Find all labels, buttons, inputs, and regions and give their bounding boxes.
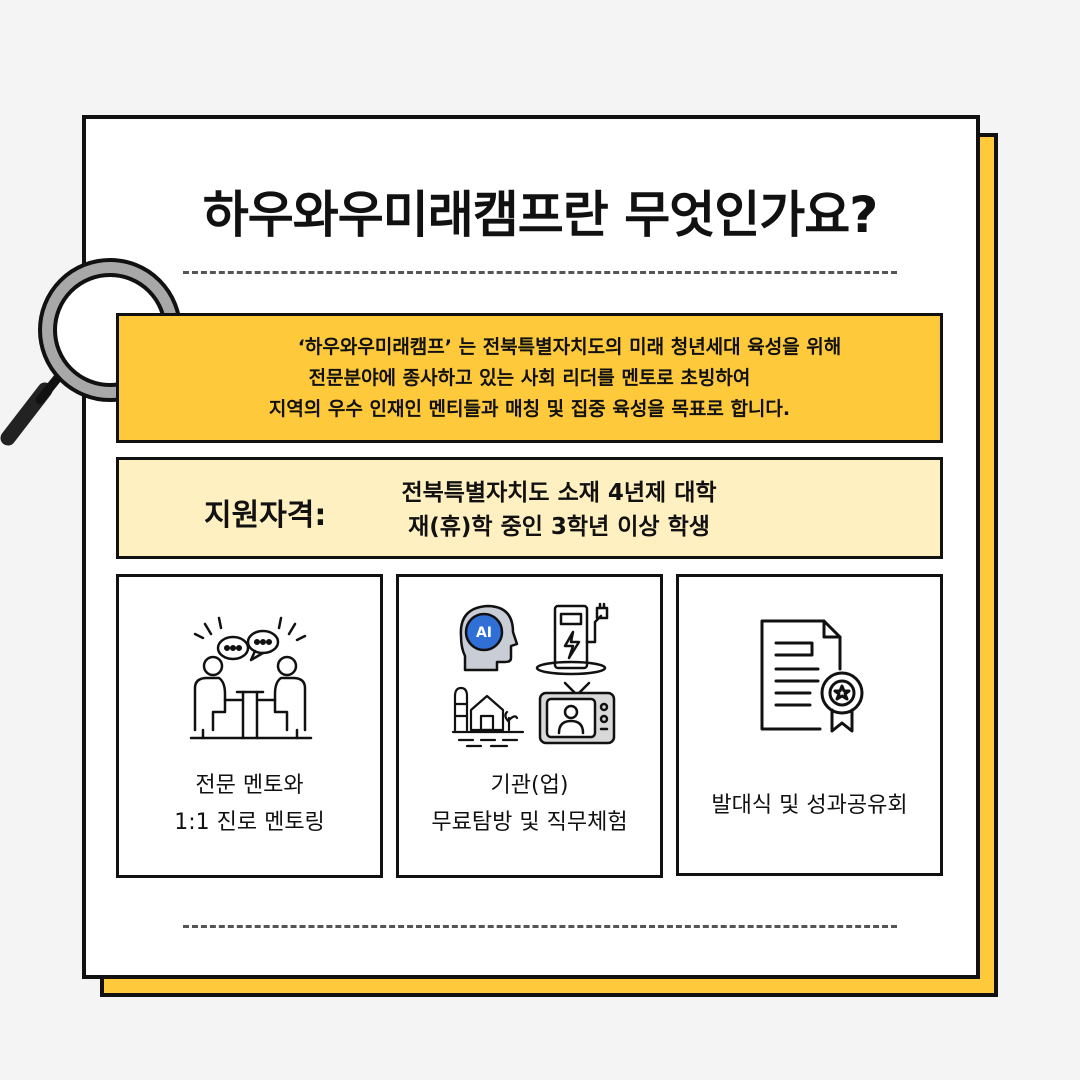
qualification-text: 전북특별자치도 소재 4년제 대학 재(휴)학 중인 3학년 이상 학생 — [359, 476, 759, 544]
qualification-label: 지원자격: — [204, 498, 327, 533]
feature-line-1: 기관(업) — [490, 773, 569, 798]
feature-label-ceremony: 발대식 및 성과공유회 — [679, 787, 940, 824]
feature-line-1: 발대식 및 성과공유회 — [711, 793, 908, 818]
qualification-box: 지원자격: 전북특별자치도 소재 4년제 대학 재(휴)학 중인 3학년 이상 … — [116, 457, 943, 559]
ev-charger-icon — [535, 602, 609, 676]
intro-line-2: 전문분야에 종사하고 있는 사회 리더를 멘토로 초빙하여 — [308, 366, 751, 389]
feature-card-visit: AI 기관(업) 무료탐방 및 직무체험 — [396, 574, 663, 878]
intro-box: ‘하우와우미래캠프’ 는 전북특별자치도의 미래 청년세대 육성을 위해 전문분… — [116, 313, 943, 443]
feature-label-mentoring: 전문 멘토와 1:1 진로 멘토링 — [119, 767, 380, 841]
intro-line-1: ‘하우와우미래캠프’ 는 전북특별자치도의 미래 청년세대 육성을 위해 — [297, 335, 842, 358]
svg-text:AI: AI — [476, 625, 492, 641]
feature-line-1: 전문 멘토와 — [195, 773, 304, 798]
page-title: 하우와우미래캠프란 무엇인가요? — [202, 186, 878, 244]
top-divider — [183, 271, 897, 274]
intro-line-3: 지역의 우수 인재인 멘티들과 매칭 및 집중 육성을 목표로 합니다. — [268, 397, 791, 420]
mentoring-conversation-icon — [189, 616, 313, 740]
farm-icon — [451, 686, 525, 748]
qualification-line-2: 재(휴)학 중인 3학년 이상 학생 — [408, 514, 710, 540]
feature-card-mentoring: 전문 멘토와 1:1 진로 멘토링 — [116, 574, 383, 878]
ai-head-icon: AI — [459, 604, 519, 672]
feature-line-2: 1:1 진로 멘토링 — [174, 810, 325, 835]
tv-icon — [538, 681, 616, 745]
feature-card-ceremony: 발대식 및 성과공유회 — [676, 574, 943, 876]
feature-label-visit: 기관(업) 무료탐방 및 직무체험 — [399, 767, 660, 841]
feature-line-2: 무료탐방 및 직무체험 — [431, 810, 628, 835]
bottom-divider — [183, 925, 897, 928]
certificate-icon — [760, 619, 864, 733]
qualification-line-1: 전북특별자치도 소재 4년제 대학 — [401, 480, 717, 506]
